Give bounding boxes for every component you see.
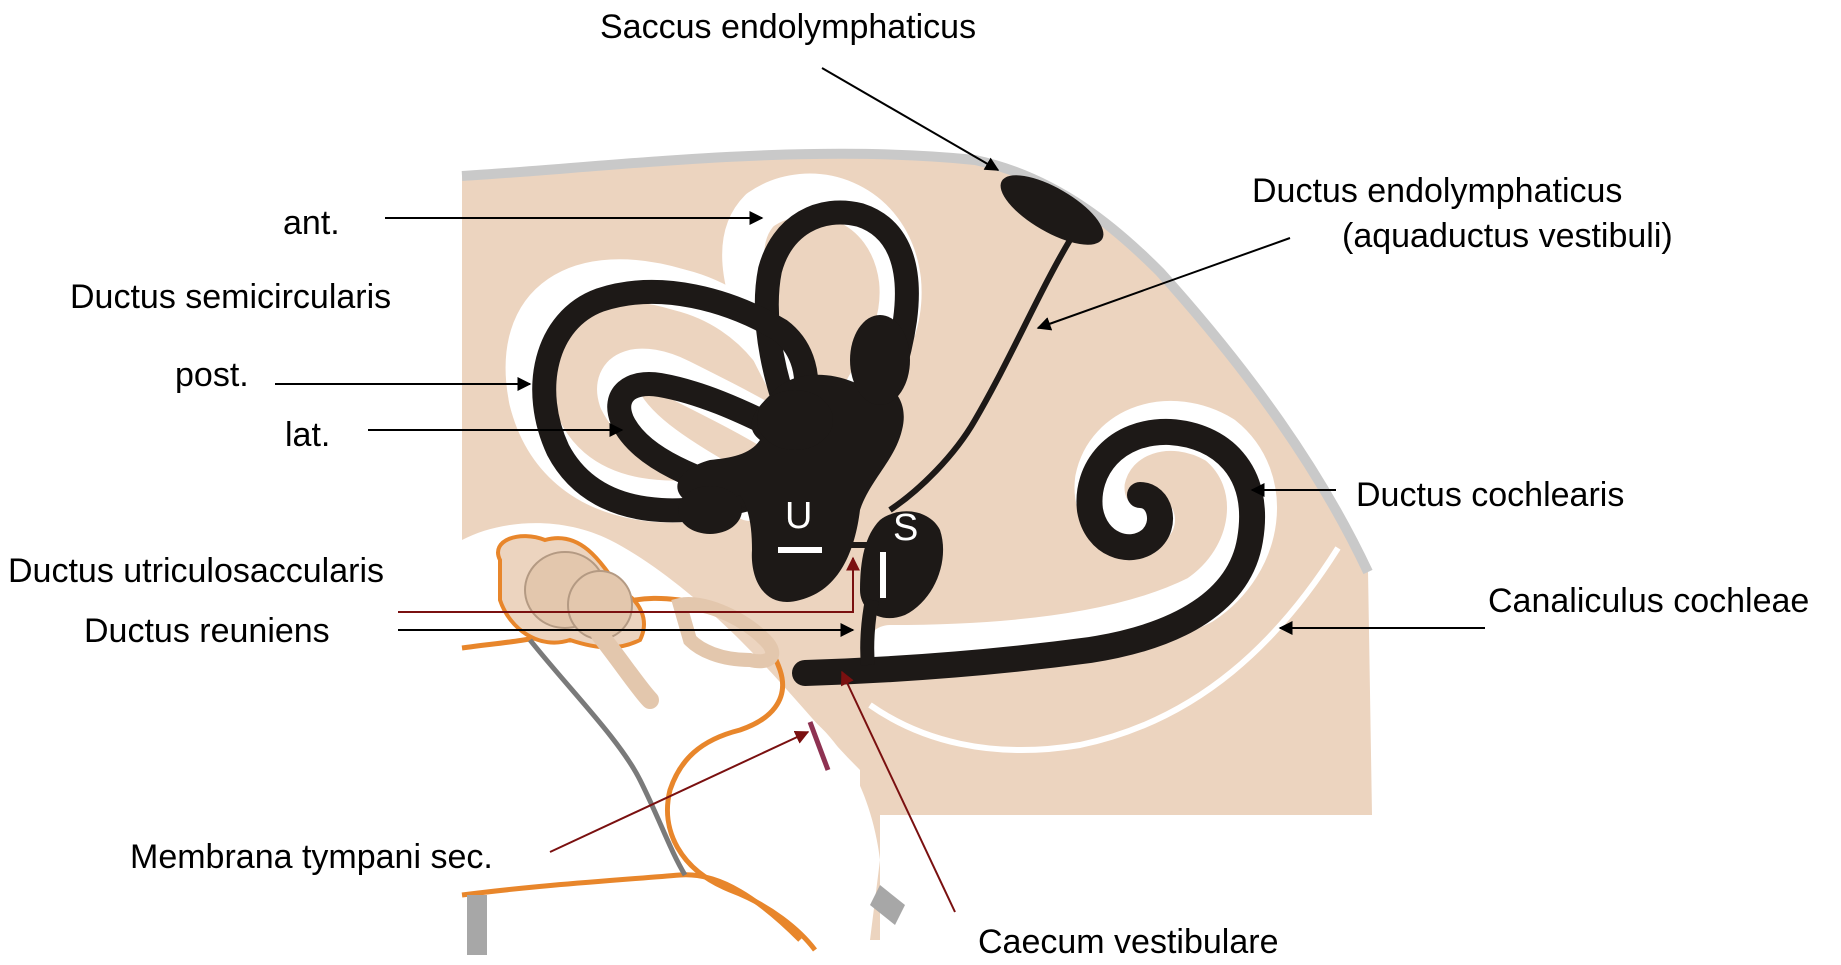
label-lat: lat. (285, 416, 330, 454)
grey-block-left (467, 895, 487, 955)
label-ductus-cochlearis: Ductus cochlearis (1356, 476, 1624, 514)
label-ductus-endolymphaticus-1: Ductus endolymphaticus (1252, 172, 1622, 210)
label-saccus-endolymphaticus: Saccus endolymphaticus (600, 8, 976, 46)
sacculus-letter: S (893, 507, 918, 549)
label-ductus-utriculosaccularis: Ductus utriculosaccularis (8, 552, 384, 590)
label-membrana-tympani-sec: Membrana tympani sec. (130, 838, 493, 876)
ampulla-lat (757, 390, 833, 450)
label-ductus-reuniens: Ductus reuniens (84, 612, 330, 650)
ductus-reuniens-shape (867, 600, 872, 665)
label-ductus-semicircularis: Ductus semicircularis (70, 278, 391, 316)
label-canaliculus-cochleae: Canaliculus cochleae (1488, 582, 1809, 620)
ampulla-post (678, 486, 742, 534)
ampulla-ant (850, 315, 910, 405)
label-ant: ant. (283, 204, 340, 242)
utriculus-letter: U (785, 495, 812, 537)
label-caecum-vestibulare: Caecum vestibulare (978, 923, 1278, 961)
label-ductus-endolymphaticus-2: (aquaductus vestibuli) (1342, 217, 1673, 255)
label-post: post. (175, 356, 249, 394)
